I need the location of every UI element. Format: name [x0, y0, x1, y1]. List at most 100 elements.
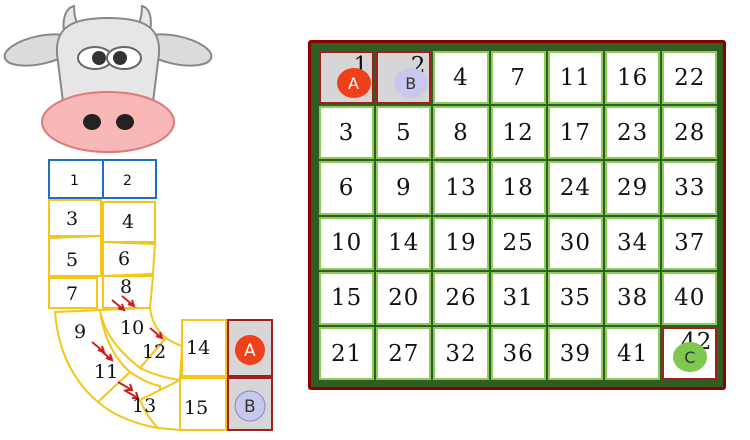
grid-cell-11: 11 — [547, 51, 603, 105]
grid-cell-label: 5 — [395, 119, 412, 146]
grid-cell-label: 39 — [559, 340, 592, 367]
grid-cell-29: 29 — [605, 161, 661, 215]
grid-cell-3: 3 — [319, 106, 375, 160]
path-cell-12-label: 12 — [142, 341, 166, 363]
grid-cell-15: 15 — [319, 271, 375, 325]
grid-cell-label: 32 — [445, 340, 477, 367]
grid-cell-6: 6 — [319, 161, 375, 215]
grid-cell-37: 37 — [662, 216, 718, 270]
grid-cell-label: 31 — [502, 285, 534, 312]
grid-cell-14: 14 — [376, 216, 432, 270]
grid-cell-label: 18 — [502, 174, 534, 201]
grid-cell-label: 6 — [338, 174, 355, 201]
grid-cell-label: 8 — [453, 119, 469, 146]
grid-cell-label: 14 — [388, 230, 420, 257]
grid-cell-41: 41 — [605, 327, 661, 381]
grid-cell-17: 17 — [547, 106, 603, 160]
grid-cell-label: 27 — [388, 340, 420, 367]
path-cell-6 — [102, 240, 157, 278]
grid-cell-label: 38 — [616, 285, 649, 312]
grid-cell-21: 21 — [319, 327, 375, 381]
path-cell-13 — [138, 378, 181, 432]
grid-cell-12: 12 — [490, 106, 546, 160]
grid-cell-24: 24 — [547, 161, 603, 215]
grid-cell-25: 25 — [490, 216, 546, 270]
grid-cell-label: 10 — [330, 230, 363, 257]
grid-cell-34: 34 — [605, 216, 661, 270]
grid-cell-label: 29 — [616, 174, 649, 201]
grid-cell-label: 4 — [453, 64, 469, 91]
grid-cell-32: 32 — [433, 327, 489, 381]
grid-cell-label: 33 — [674, 174, 706, 201]
path-cell-9-label: 9 — [74, 321, 86, 343]
token-b-label: B — [244, 397, 256, 417]
grid-token-b: B — [394, 68, 429, 98]
path-cell-7 — [48, 277, 98, 309]
grid-cell-35: 35 — [547, 271, 603, 325]
grid-token-c: C — [673, 342, 708, 373]
grid-cell-9: 9 — [376, 161, 432, 215]
grid-cell-7: 7 — [490, 51, 546, 105]
path-cell-4 — [102, 201, 156, 243]
token-b — [234, 390, 266, 422]
grid-cell-26: 26 — [433, 271, 489, 325]
grid-cell-31: 31 — [490, 271, 546, 325]
grid-cell-label: 36 — [502, 340, 534, 367]
grid-cell-label: 35 — [559, 285, 592, 312]
path-cell-1-label: 1 — [70, 173, 79, 189]
path-cell-2 — [102, 159, 157, 199]
token-a-label: A — [244, 341, 256, 361]
grid-cell-39: 39 — [547, 327, 603, 381]
path-cell-1 — [48, 159, 104, 199]
grid-cell-27: 27 — [376, 327, 432, 381]
grid-cell-label: 16 — [616, 64, 649, 91]
path-cell-11-label: 11 — [94, 361, 118, 383]
grid-cell-label: 13 — [445, 174, 477, 201]
grid-cell-label: 15 — [330, 285, 363, 312]
grid-cell-28: 28 — [662, 106, 718, 160]
grid-cell-label: 30 — [559, 230, 592, 257]
path-cell-13-label: 13 — [132, 395, 156, 417]
path-cell-14 — [181, 319, 227, 377]
path-cell-10-label: 10 — [120, 317, 144, 339]
path-cell-3-label: 3 — [66, 208, 78, 230]
grid-cell-40: 40 — [662, 271, 718, 325]
path-cell-8-label: 8 — [120, 276, 132, 298]
grid-cell-label: 24 — [559, 174, 592, 201]
grid-cell-label: 11 — [559, 64, 592, 91]
grid-cell-30: 30 — [547, 216, 603, 270]
grid-cell-label: 19 — [445, 230, 477, 257]
grid-cell-label: 34 — [616, 230, 649, 257]
grid-cell-label: 22 — [674, 64, 706, 91]
grid-cell-label: 9 — [395, 174, 412, 201]
grid-token-a: A — [337, 68, 371, 98]
grid-cell-13: 13 — [433, 161, 489, 215]
grid-cell-label: 21 — [330, 340, 363, 367]
path-cell-5-label: 5 — [66, 249, 78, 271]
grid-cell-label: 23 — [616, 119, 649, 146]
path-cell-6-label: 6 — [118, 248, 130, 270]
path-cell-15-label: 15 — [184, 397, 208, 419]
grid-cell-label: 17 — [559, 119, 592, 146]
grid-cell-20: 20 — [376, 271, 432, 325]
grid-cell-4: 4 — [433, 51, 489, 105]
grid-cell-5: 5 — [376, 106, 432, 160]
path-cell-4-label: 4 — [122, 211, 134, 233]
path-cell-14-label: 14 — [186, 337, 210, 359]
grid-cell-38: 38 — [605, 271, 661, 325]
grid-cell-19: 19 — [433, 216, 489, 270]
grid-cell-label: 40 — [674, 285, 706, 312]
grid-cell-label: 26 — [445, 285, 477, 312]
grid-cell-18: 18 — [490, 161, 546, 215]
path-cell-7-label: 7 — [66, 283, 78, 305]
grid-cell-label: 28 — [674, 119, 706, 146]
grid-cell-label: 3 — [338, 119, 355, 146]
grid-cell-10: 10 — [319, 216, 375, 270]
grid-cell-label: 37 — [674, 230, 706, 257]
grid-cell-label: 20 — [388, 285, 420, 312]
path-cell-2-label: 2 — [123, 173, 132, 189]
